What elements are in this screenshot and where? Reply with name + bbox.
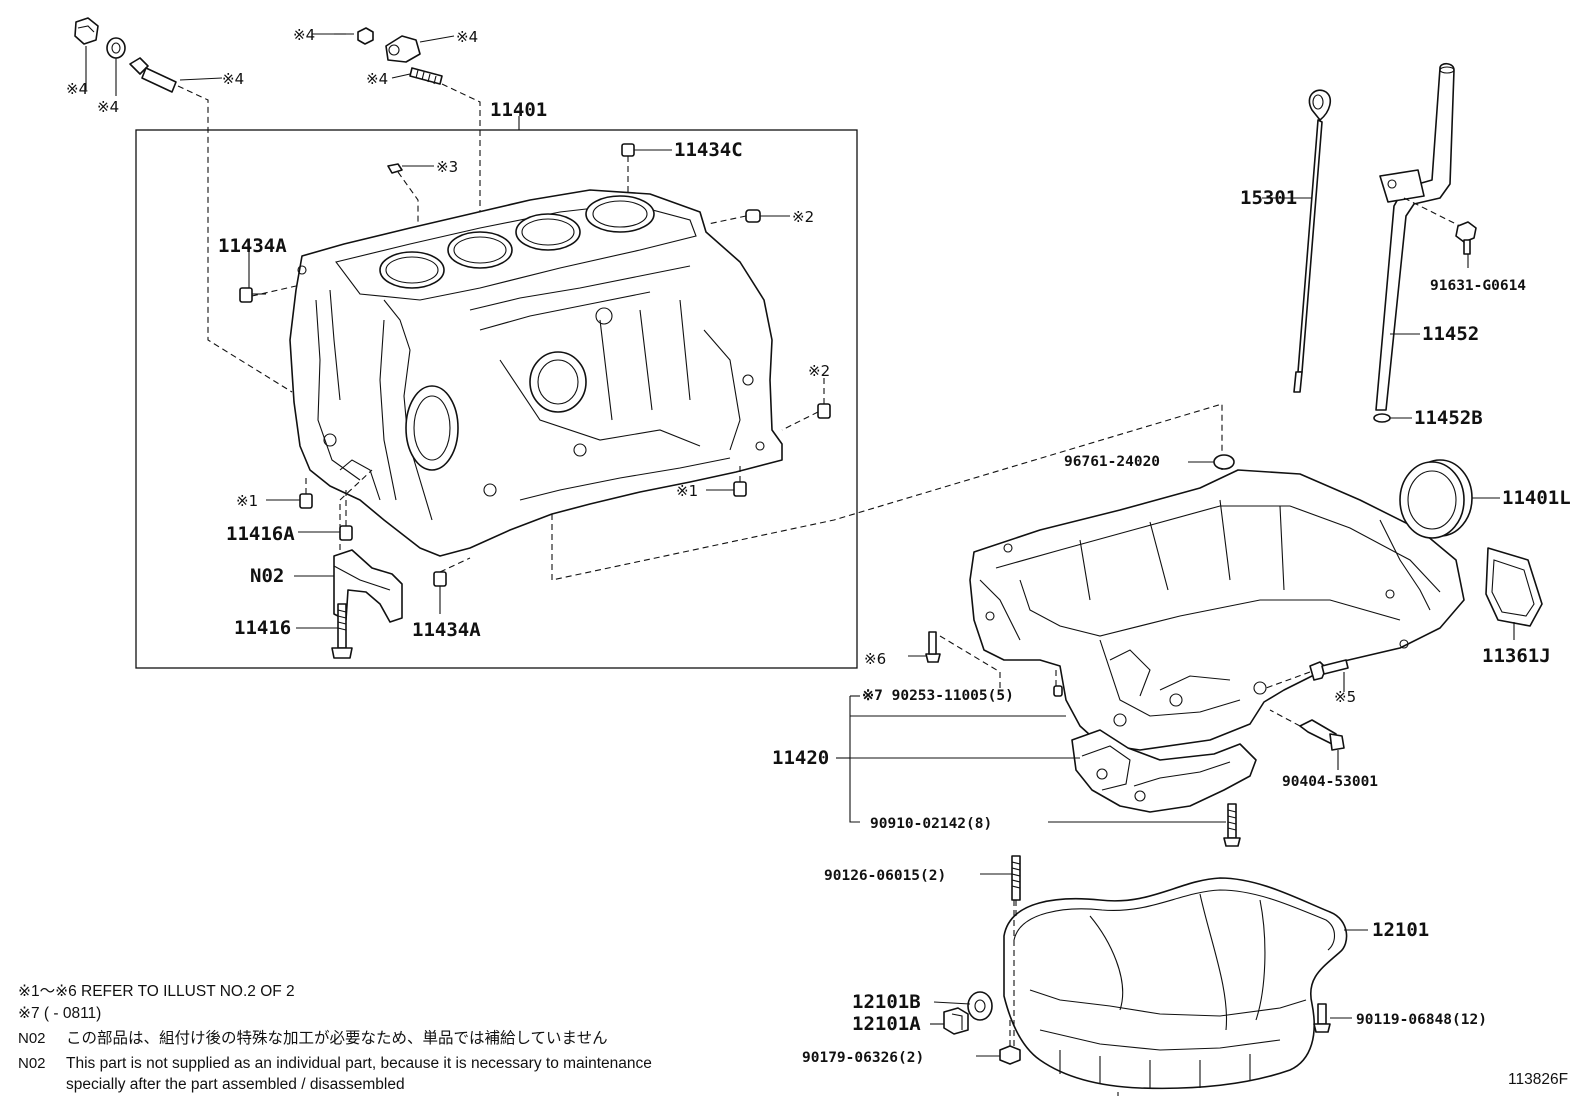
dowel-pins <box>239 143 831 614</box>
note-applicability: ※7 ( - 0811) <box>18 1005 101 1022</box>
label-11361j: 11361J <box>1482 645 1551 667</box>
label-cylinder-block: 11401 <box>490 99 547 121</box>
label-90179-06326: 90179-06326(2) <box>802 1050 924 1066</box>
stud <box>980 855 1021 920</box>
mark-2-b: ※2 <box>808 362 830 380</box>
label-stiffener: 11420 <box>772 747 829 769</box>
top-fasteners <box>74 17 455 96</box>
mark-4-e: ※4 <box>456 28 478 46</box>
label-11434a-left: 11434A <box>218 235 287 257</box>
note-n02-english: This part is not supplied as an individu… <box>66 1055 652 1072</box>
label-11416: 11416 <box>234 617 291 639</box>
mark-6: ※6 <box>864 650 886 668</box>
label-12101b: 12101B <box>852 991 921 1013</box>
pan-nut <box>976 1020 1021 1065</box>
mark-4-b: ※4 <box>97 98 119 116</box>
mark-2-a: ※2 <box>792 208 814 226</box>
block-subassembly-frame <box>135 129 858 669</box>
mark-1-a: ※1 <box>236 492 258 510</box>
label-11434a-bottom: 11434A <box>412 619 481 641</box>
label-dipstick-guide: 11452 <box>1422 323 1479 345</box>
note-n02-code-en: N02 <box>18 1055 46 1072</box>
label-90253-11005: ※7 90253-11005(5) <box>862 688 1014 704</box>
bearing-cap <box>294 469 403 659</box>
dipstick-guide <box>1373 62 1477 423</box>
note-refer-line: ※1～※6 REFER TO ILLUST NO.2 OF 2 <box>18 983 295 1000</box>
label-11434c: 11434C <box>674 139 743 161</box>
mark-4-a: ※4 <box>66 80 88 98</box>
note-n02-code-jp: N02 <box>18 1030 46 1047</box>
cover-plate <box>1485 547 1543 640</box>
label-11416a: 11416A <box>226 523 295 545</box>
figure-id: 113826F <box>1508 1071 1568 1088</box>
label-90404-53001: 90404-53001 <box>1282 774 1378 790</box>
label-11452b: 11452B <box>1414 407 1483 429</box>
label-90126-06015: 90126-06015(2) <box>824 868 946 884</box>
mark-4-f: ※4 <box>366 70 388 88</box>
mark-4-d: ※4 <box>293 26 315 44</box>
oil-dipstick <box>1262 89 1332 393</box>
label-dipstick: 15301 <box>1240 187 1297 209</box>
drain-plug <box>930 991 993 1035</box>
mark-4-c: ※4 <box>222 70 244 88</box>
label-n02: N02 <box>250 565 284 587</box>
label-90119-06848: 90119-06848(12) <box>1356 1012 1487 1028</box>
baffle-bracket <box>1071 729 1257 813</box>
label-oil-pan: 12101 <box>1372 919 1429 941</box>
label-90910-02142: 90910-02142(8) <box>870 816 992 832</box>
rear-oil-seal <box>1399 459 1500 539</box>
note-n02-english-cont: specially after the part assembled / dis… <box>66 1076 405 1093</box>
note-n02-japanese: この部品は、組付け後の特殊な加工が必要なため、単品では補給していません <box>66 1029 608 1047</box>
label-96761-24020: 96761-24020 <box>1064 454 1160 470</box>
pan-bolt <box>1313 1003 1352 1033</box>
mark-3: ※3 <box>436 158 458 176</box>
cylinder-block <box>289 189 783 557</box>
oil-pan <box>1003 877 1368 1090</box>
label-11401l: 11401L <box>1502 487 1571 509</box>
label-91631-g0614: 91631-G0614 <box>1430 278 1526 294</box>
mark-5: ※5 <box>1334 688 1356 706</box>
mark-1-b: ※1 <box>676 482 698 500</box>
label-12101a: 12101A <box>852 1013 921 1035</box>
stiffener-fasteners <box>908 631 1349 847</box>
crankcase-stiffener <box>969 454 1465 751</box>
